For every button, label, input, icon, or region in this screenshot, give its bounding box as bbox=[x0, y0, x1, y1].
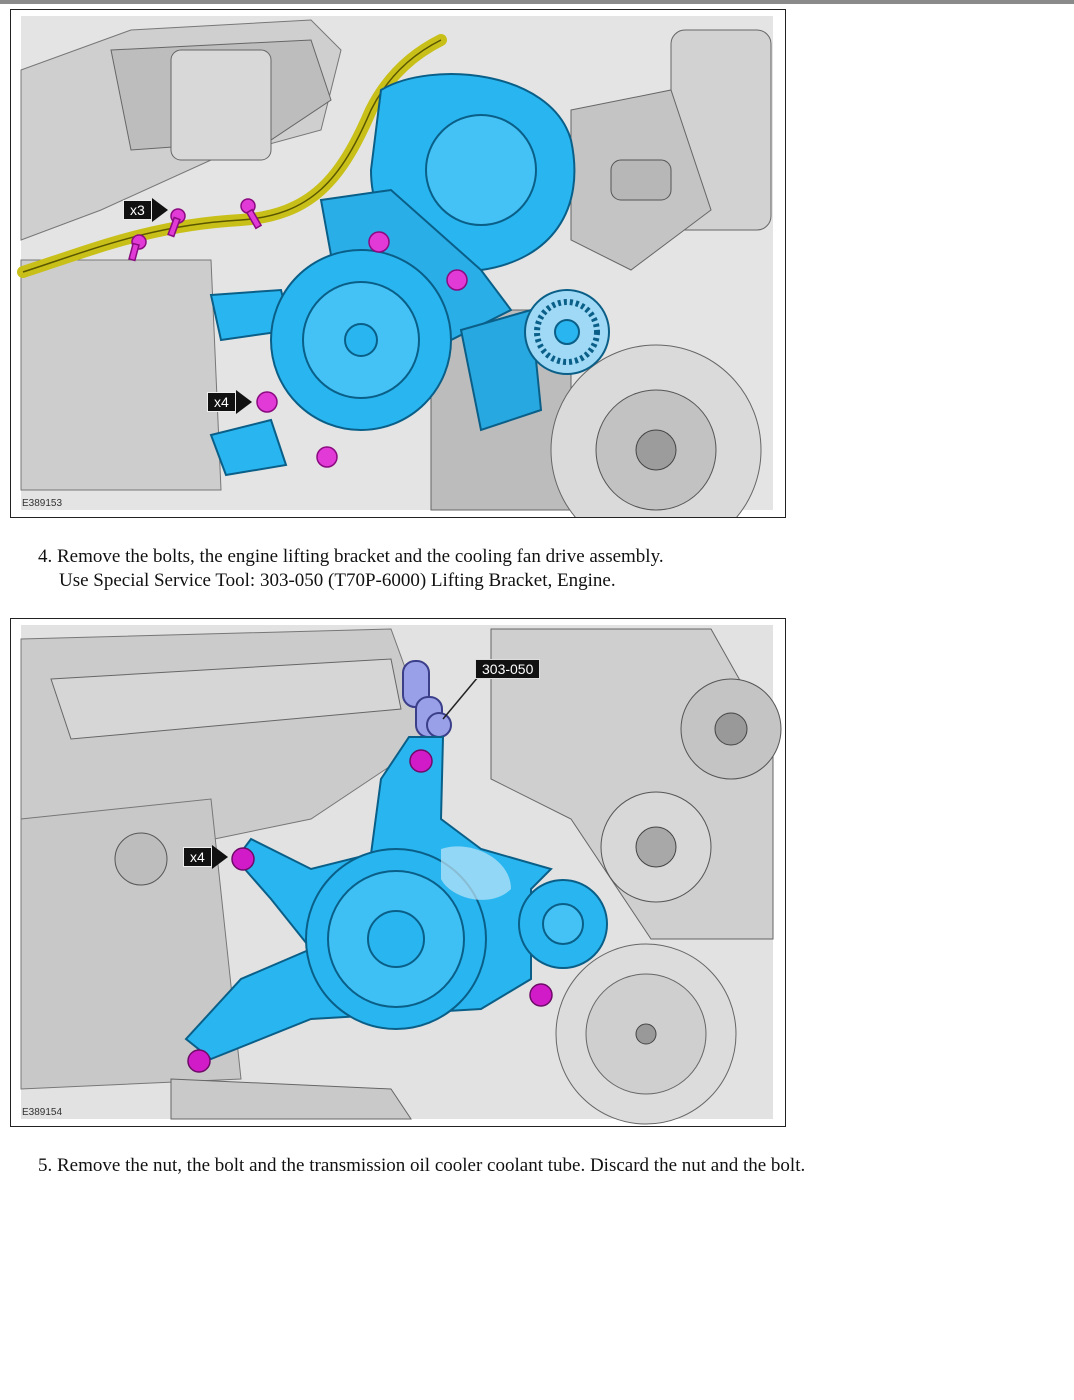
callout-x3: x3 bbox=[123, 198, 168, 222]
callout-x4: x4 bbox=[183, 845, 228, 869]
arrow-right-icon bbox=[211, 845, 228, 869]
callout-label: x4 bbox=[207, 392, 236, 412]
callout-label: x3 bbox=[123, 200, 152, 220]
step-4: 4. Remove the bolts, the engine lifting … bbox=[38, 545, 664, 593]
top-rule bbox=[0, 0, 1074, 4]
step-5-text: 5. Remove the nut, the bolt and the tran… bbox=[38, 1155, 806, 1176]
figure-lifting-bracket: 303-050 x4 E389154 bbox=[10, 618, 786, 1127]
engine-illustration-1 bbox=[17, 16, 773, 517]
step-4-tool-note: Use Special Service Tool: 303-050 (T70P-… bbox=[59, 570, 616, 591]
arrow-right-icon bbox=[235, 390, 252, 414]
engine-illustration-2 bbox=[20, 625, 782, 1125]
callout-label: x4 bbox=[183, 847, 212, 867]
figure-water-pump: x3 x4 E389153 bbox=[10, 9, 786, 518]
figure-id: E389153 bbox=[22, 498, 63, 509]
arrow-right-icon bbox=[151, 198, 168, 222]
step-4-text: 4. Remove the bolts, the engine lifting … bbox=[38, 546, 664, 567]
tool-label-303-050: 303-050 bbox=[475, 659, 541, 679]
callout-x4: x4 bbox=[207, 390, 252, 414]
step-5: 5. Remove the nut, the bolt and the tran… bbox=[38, 1154, 805, 1178]
figure-id: E389154 bbox=[22, 1107, 63, 1118]
